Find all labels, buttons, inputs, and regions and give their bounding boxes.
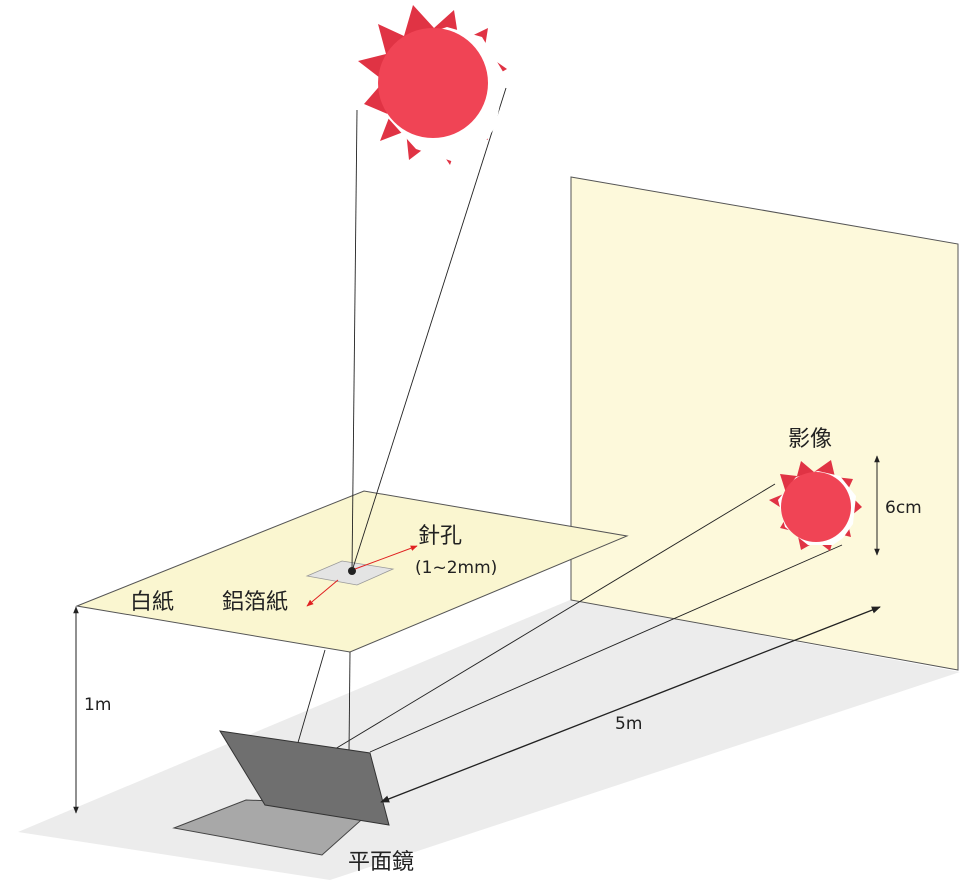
sun-ray-left (351, 109, 358, 572)
mirror-ray-left (296, 649, 326, 747)
image-label: 影像 (788, 427, 832, 452)
foil-pointer-arrow (306, 579, 339, 607)
sun-ray-right (351, 87, 507, 572)
mirror-ray-right (348, 651, 351, 753)
white-paper-label: 白紙 (130, 590, 174, 615)
distance-dimension-line (380, 606, 881, 803)
distance-label: 5m (615, 714, 642, 734)
plane-mirror (219, 730, 390, 826)
pinhole-label: 針孔 (418, 524, 462, 549)
pinhole-size-label: (1~2mm) (415, 558, 497, 578)
sun-icon (358, 5, 507, 165)
image-size-label: 6cm (885, 498, 922, 518)
projection-wall (570, 176, 959, 671)
pinhole-pointer-arrow (354, 545, 418, 570)
foil-label: 鋁箔紙 (222, 590, 288, 615)
mirror-label: 平面鏡 (348, 850, 414, 875)
projected-sun-image-icon (769, 460, 862, 551)
height-label: 1m (84, 695, 111, 715)
